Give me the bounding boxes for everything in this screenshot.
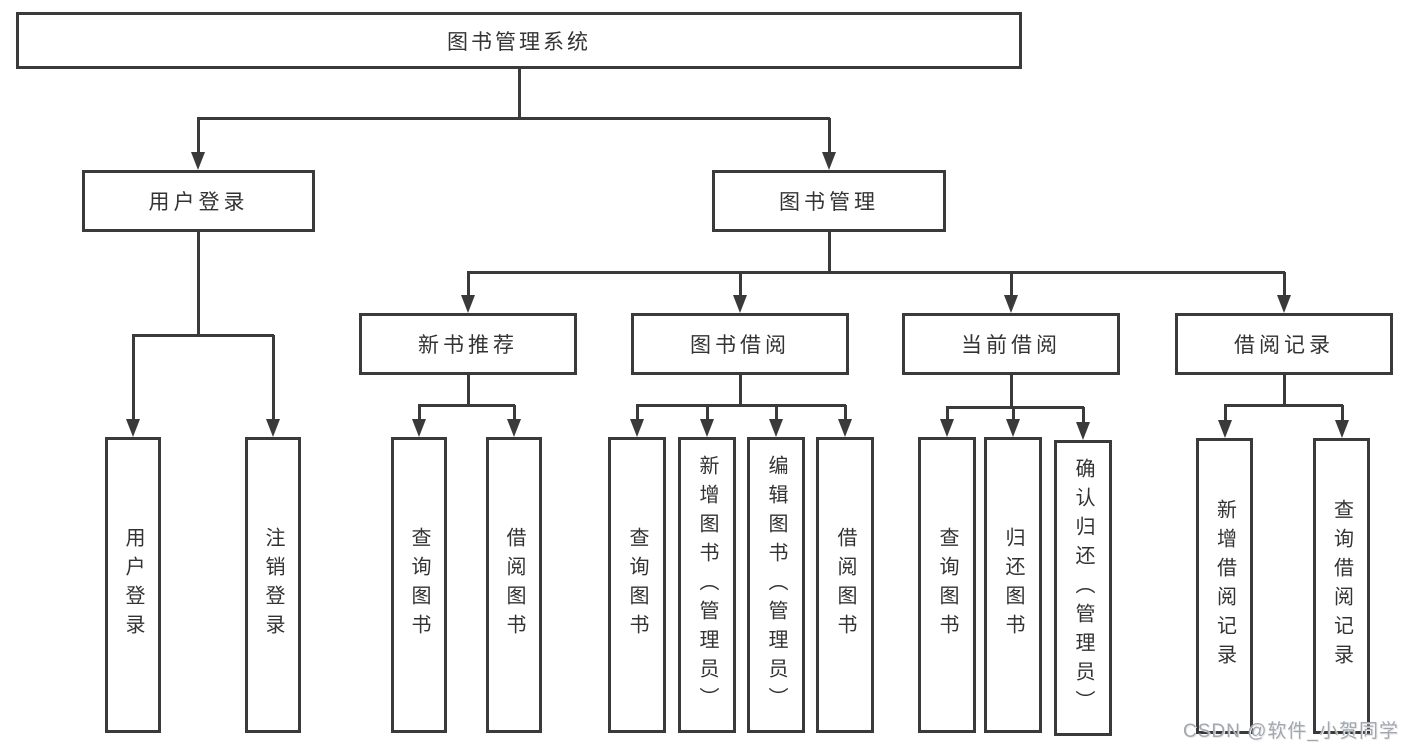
connector-line <box>1283 375 1286 405</box>
node-current-borrow-label: 当前借阅 <box>961 334 1061 357</box>
arrowhead-down-icon <box>1218 420 1232 438</box>
leaf-user-login-label: 用户登录 <box>122 527 144 643</box>
leaf-confirm-return-admin: 确认归还（管理员） <box>1054 440 1112 736</box>
leaf-logout-label: 注销登录 <box>262 527 284 643</box>
arrowhead-down-icon <box>700 419 714 437</box>
leaf-add-borrow-record-label: 新增借阅记录 <box>1213 499 1236 673</box>
connector-line <box>739 272 742 300</box>
connector-line <box>132 334 274 337</box>
arrowhead-down-icon <box>1335 420 1349 438</box>
node-new-book-recommend: 新书推荐 <box>359 313 577 375</box>
connector-line <box>1010 375 1013 407</box>
connector-line <box>1010 272 1013 300</box>
leaf-query-books-current-label: 查询图书 <box>936 527 958 643</box>
leaf-add-borrow-record: 新增借阅记录 <box>1196 438 1253 734</box>
arrowhead-down-icon <box>126 419 140 437</box>
connector-line <box>1341 405 1344 424</box>
connector-line <box>636 405 639 423</box>
arrowhead-down-icon <box>1006 419 1020 437</box>
arrowhead-down-icon <box>507 419 521 437</box>
connector-line <box>828 232 831 272</box>
connector-line <box>467 272 470 300</box>
node-book-borrow-label: 图书借阅 <box>690 334 790 357</box>
arrowhead-down-icon <box>412 419 426 437</box>
connector-line <box>197 118 200 158</box>
leaf-query-borrow-record-label: 查询借阅记录 <box>1330 499 1353 673</box>
arrowhead-down-icon <box>1076 422 1090 440</box>
connector-line <box>1224 405 1227 424</box>
leaf-add-book-admin-label: 新增图书（管理员） <box>696 454 718 716</box>
node-book-borrow: 图书借阅 <box>631 313 849 375</box>
connector-line <box>1012 407 1015 423</box>
connector-line <box>513 405 516 423</box>
connector-line <box>706 405 709 423</box>
leaf-logout: 注销登录 <box>245 437 301 733</box>
arrowhead-down-icon <box>461 295 475 313</box>
connector-line <box>197 117 830 120</box>
leaf-query-borrow-record: 查询借阅记录 <box>1313 438 1370 734</box>
leaf-confirm-return-admin-label: 确认归还（管理员） <box>1072 457 1094 719</box>
leaf-query-books-current: 查询图书 <box>918 437 976 733</box>
connector-line <box>946 407 949 423</box>
arrowhead-down-icon <box>266 419 280 437</box>
node-book-management: 图书管理 <box>712 170 946 232</box>
arrowhead-down-icon <box>733 295 747 313</box>
leaf-query-books-recommend-label: 查询图书 <box>408 527 430 643</box>
leaf-add-book-admin: 新增图书（管理员） <box>678 437 736 733</box>
node-borrow-records-label: 借阅记录 <box>1234 334 1334 357</box>
arrowhead-down-icon <box>838 419 852 437</box>
arrowhead-down-icon <box>1277 295 1291 313</box>
leaf-borrow-books-label: 借阅图书 <box>834 527 856 643</box>
node-borrow-records: 借阅记录 <box>1175 313 1393 375</box>
arrowhead-down-icon <box>1004 295 1018 313</box>
connector-line <box>844 405 847 423</box>
connector-line <box>1224 404 1343 407</box>
connector-line <box>518 69 521 118</box>
leaf-user-login: 用户登录 <box>105 437 161 733</box>
leaf-query-books-borrow-label: 查询图书 <box>626 527 648 643</box>
leaf-borrow-books-recommend: 借阅图书 <box>486 437 542 733</box>
connector-line <box>1283 272 1286 300</box>
arrowhead-down-icon <box>822 152 836 170</box>
connector-line <box>418 405 421 423</box>
node-root: 图书管理系统 <box>16 12 1022 69</box>
node-user-login-label: 用户登录 <box>148 191 249 214</box>
leaf-borrow-books: 借阅图书 <box>816 437 874 733</box>
connector-line <box>775 405 778 423</box>
arrowhead-down-icon <box>769 419 783 437</box>
node-book-management-label: 图书管理 <box>779 191 879 214</box>
arrowhead-down-icon <box>630 419 644 437</box>
leaf-query-books-recommend: 查询图书 <box>391 437 447 733</box>
connector-line <box>197 232 200 335</box>
connector-line <box>739 375 742 405</box>
leaf-borrow-books-recommend-label: 借阅图书 <box>503 527 525 643</box>
leaf-query-books-borrow: 查询图书 <box>608 437 666 733</box>
connector-line <box>272 335 275 423</box>
arrowhead-down-icon <box>940 419 954 437</box>
connector-line <box>828 118 831 158</box>
node-new-book-recommend-label: 新书推荐 <box>418 334 518 357</box>
leaf-return-book-label: 归还图书 <box>1002 527 1024 643</box>
connector-line <box>1082 407 1085 426</box>
connector-line <box>467 375 470 405</box>
node-user-login: 用户登录 <box>82 170 315 232</box>
connector-line <box>467 271 1285 274</box>
leaf-edit-book-admin-label: 编辑图书（管理员） <box>765 454 787 716</box>
watermark: CSDN @软件_小贺同学 <box>1183 721 1399 742</box>
connector-line <box>132 335 135 423</box>
connector-line <box>946 406 1084 409</box>
leaf-edit-book-admin: 编辑图书（管理员） <box>747 437 805 733</box>
node-root-label: 图书管理系统 <box>447 30 591 54</box>
node-current-borrow: 当前借阅 <box>902 313 1120 375</box>
arrowhead-down-icon <box>191 152 205 170</box>
leaf-return-book: 归还图书 <box>984 437 1042 733</box>
connector-line <box>636 404 846 407</box>
connector-line <box>418 404 515 407</box>
